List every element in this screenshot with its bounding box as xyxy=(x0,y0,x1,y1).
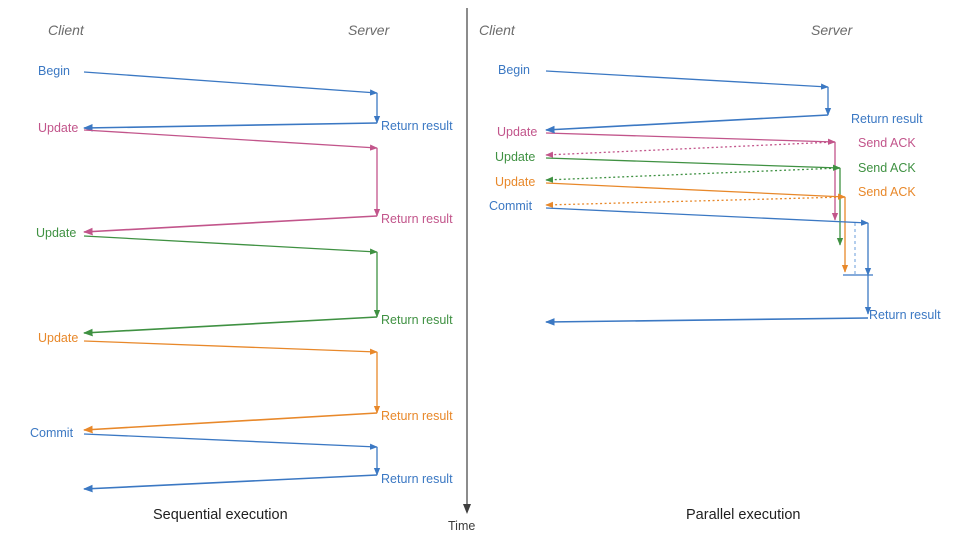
time-axis-label: Time xyxy=(448,519,476,533)
left-client-label-update-2: Update xyxy=(36,226,77,240)
response-arrow-commit xyxy=(545,317,869,326)
left-server-label-return-result-4: Return result xyxy=(381,472,453,486)
request-arrow-update-1 xyxy=(545,132,836,145)
left-client-label-begin-0: Begin xyxy=(38,64,70,78)
request-arrow-commit-4 xyxy=(83,433,378,450)
left-server-header: Server xyxy=(348,22,390,38)
right-client-label-update-3: Update xyxy=(495,175,536,189)
time-arrow-head xyxy=(463,504,471,514)
request-arrow-update-1 xyxy=(83,129,378,151)
response-arrow-0 xyxy=(83,122,378,132)
response-arrow-begin xyxy=(545,114,829,134)
sequential-execution-panel xyxy=(83,71,381,493)
left-client-label-update-3: Update xyxy=(38,331,79,345)
left-server-label-return-result-1: Return result xyxy=(381,212,453,226)
ack-arrow-3 xyxy=(545,196,846,208)
request-arrow-update-3 xyxy=(545,182,846,200)
right-panel-caption: Parallel execution xyxy=(686,507,801,523)
left-server-label-return-result-2: Return result xyxy=(381,313,453,327)
request-arrow-update-2 xyxy=(83,235,378,255)
right-client-label-begin-0: Begin xyxy=(498,63,530,77)
right-server-label-send-ack-2: Send ACK xyxy=(858,161,916,175)
response-arrow-3 xyxy=(83,412,378,434)
left-client-label-update-1: Update xyxy=(38,121,79,135)
response-arrow-1 xyxy=(83,215,378,236)
right-client-label-update-1: Update xyxy=(497,125,538,139)
left-panel-caption: Sequential execution xyxy=(153,507,288,523)
request-arrow-update-2 xyxy=(545,157,841,171)
left-client-header: Client xyxy=(48,22,84,38)
request-arrow-begin-0 xyxy=(545,70,829,90)
left-client-label-commit-4: Commit xyxy=(30,426,74,440)
response-arrow-4 xyxy=(83,474,378,493)
response-arrow-2 xyxy=(83,316,378,337)
right-client-header: Client xyxy=(479,22,515,38)
time-axis xyxy=(463,8,471,514)
right-server-label-return-result-0: Return result xyxy=(851,112,923,126)
request-arrow-commit-4 xyxy=(545,207,869,226)
right-server-label-send-ack-3: Send ACK xyxy=(858,185,916,199)
right-server-label-send-ack-1: Send ACK xyxy=(858,136,916,150)
right-server-header: Server xyxy=(811,22,853,38)
request-arrow-begin-0 xyxy=(83,71,378,96)
right-client-label-commit-4: Commit xyxy=(489,199,533,213)
ack-arrow-1 xyxy=(545,141,836,158)
request-arrow-update-3 xyxy=(83,340,378,355)
right-client-label-update-2: Update xyxy=(495,150,536,164)
parallel-execution-panel xyxy=(545,70,873,326)
left-server-label-return-result-3: Return result xyxy=(381,409,453,423)
right-server-label-return-result-4: Return result xyxy=(869,308,941,322)
left-server-label-return-result-0: Return result xyxy=(381,119,453,133)
